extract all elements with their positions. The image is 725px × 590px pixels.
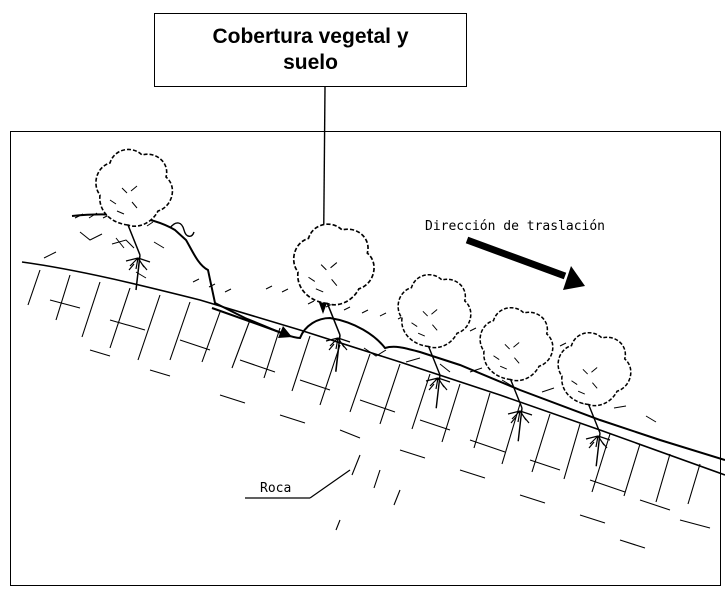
rock-joints bbox=[28, 270, 710, 548]
tree-icon bbox=[558, 333, 631, 467]
ground-surface bbox=[72, 214, 725, 460]
direction-arrow-icon bbox=[467, 240, 585, 290]
movement-arrow-icon bbox=[212, 308, 292, 338]
tree-icon bbox=[480, 308, 553, 442]
rock-leader-line bbox=[310, 470, 350, 498]
rock-label: Roca bbox=[260, 481, 291, 496]
tree-icon bbox=[398, 275, 471, 409]
tree-icon bbox=[96, 149, 173, 290]
direction-label: Dirección de traslación bbox=[425, 219, 605, 234]
